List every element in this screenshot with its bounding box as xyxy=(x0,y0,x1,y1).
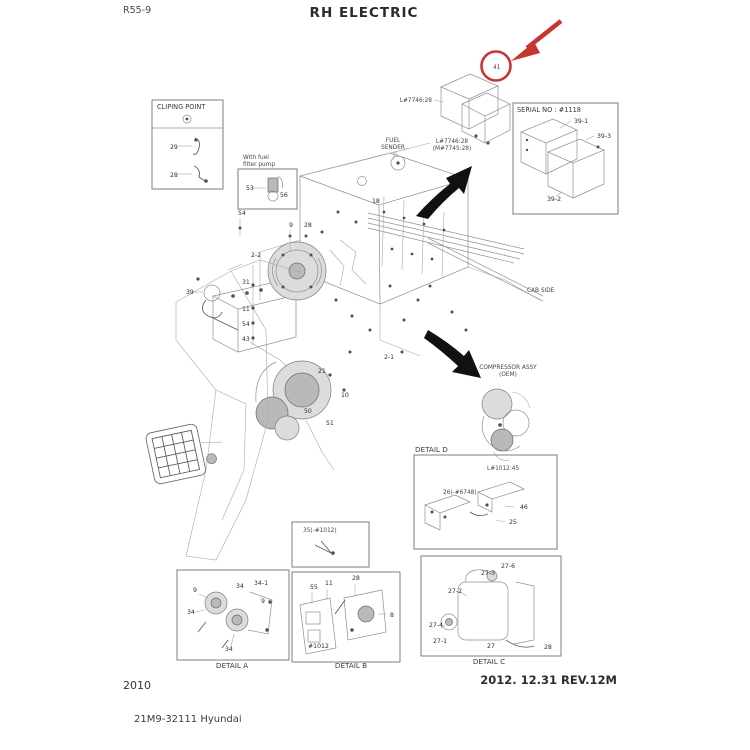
part-number-label: 43 xyxy=(242,336,250,343)
part-number-label: 9 xyxy=(289,222,293,229)
part-number-label: 9 xyxy=(261,598,265,605)
detail-d-serial: L#1012:45 xyxy=(487,466,519,472)
fuel-sender-line1: FUEL xyxy=(386,138,401,144)
with-fuel-pump-box: With fuel filter pump xyxy=(237,155,298,210)
part-number-label: 54 xyxy=(242,321,250,328)
work-lamp-drawing xyxy=(145,423,223,485)
detail-b-box: DETAIL B xyxy=(291,571,401,670)
red-circle-annotation xyxy=(480,50,512,82)
part-number-label: 34-1 xyxy=(254,580,268,587)
part-number-label: 39-2 xyxy=(547,196,561,203)
serial-no-box: SERIAL NO : #1118 xyxy=(512,102,619,215)
part-number-label: 8 xyxy=(390,612,394,619)
part-number-label: 27-2 xyxy=(448,588,462,595)
part-number-label: 55 xyxy=(310,584,318,591)
detail-d-range: 26(-#6748) xyxy=(443,490,477,496)
detail-b-title: DETAIL B xyxy=(335,661,367,670)
detail-c-title: DETAIL C xyxy=(473,657,505,666)
part-number-label: 27-4 xyxy=(429,622,443,629)
part-number-label: 27-6 xyxy=(501,563,515,570)
part-number-label: 21 xyxy=(318,368,326,375)
red-arrow-icon xyxy=(511,42,540,61)
serial-no-title: SERIAL NO : #1118 xyxy=(517,106,581,114)
fuel-sender-label: FUEL SENDER xyxy=(381,138,405,157)
fuel-sender-line2: SENDER xyxy=(381,145,405,151)
part-number-label: 34 xyxy=(187,609,195,616)
compressor-label2: (OEM) xyxy=(499,372,517,378)
footer-year: 2010 xyxy=(123,679,151,692)
with-fuel-line1: With fuel xyxy=(243,155,269,161)
frame-outline-drawing xyxy=(175,259,301,561)
part-number-label: 50 xyxy=(304,408,312,415)
part-number-label: 46 xyxy=(520,504,528,511)
page-title: RH ELECTRIC xyxy=(310,5,419,21)
starter-drawing xyxy=(255,360,346,471)
part-number-label: #1012 xyxy=(308,643,329,650)
part-number-label: 39 xyxy=(186,289,194,296)
model-code: R55-9 xyxy=(123,5,151,16)
detail-b-sub-label: 35(-#1012) xyxy=(303,528,337,534)
compressor-label1: COMPRESSOR ASSY xyxy=(479,365,537,371)
with-fuel-line2: filter pump xyxy=(243,162,275,168)
part-number-label: 28 xyxy=(544,644,552,651)
detail-b-sub-box: 35(-#1012) xyxy=(291,521,370,568)
part-number-label: 10 xyxy=(341,392,349,399)
part-number-label: 27-3 xyxy=(481,570,495,577)
part-number-label: 9 xyxy=(193,587,197,594)
part-number-label: 2-1 xyxy=(384,354,394,361)
part-number-label: 31 xyxy=(242,279,250,286)
part-number-label: 28 xyxy=(170,172,178,179)
detail-a-box: DETAIL A xyxy=(176,569,290,670)
part-number-label: 39-1 xyxy=(574,118,588,125)
black-arrow-up: L#7746:28 (M#7745:28) xyxy=(416,139,472,219)
part-number-label: 27 xyxy=(487,643,495,650)
part-number-label: 25 xyxy=(509,519,517,526)
part-number-label: 29 xyxy=(170,144,178,151)
part-number-label: 51 xyxy=(326,420,334,427)
red-highlight-annotation: 41 xyxy=(480,19,563,82)
footer-part-code: 21M9-32111 Hyundai xyxy=(134,714,242,725)
arrow-serial-label1: L#7746:28 xyxy=(436,139,468,145)
part-number-label: 34 xyxy=(225,646,233,653)
part-number-label: 11 xyxy=(325,580,333,587)
part-number-label: 39-3 xyxy=(597,133,611,140)
detail-d-box: DETAIL D L#1012:45 26(-#6748) xyxy=(413,445,558,550)
arrow-serial-label2: (M#7745:28) xyxy=(433,146,471,152)
connector-dots xyxy=(320,210,468,354)
part-number-label: 28 xyxy=(352,575,360,582)
part-number-label: 34 xyxy=(236,583,244,590)
cab-side-label: CAB SIDE xyxy=(527,288,555,294)
relay-assembly-drawing: L#7746:28 xyxy=(400,73,511,145)
cliping-point-box: CLIPING POINT xyxy=(151,99,224,190)
detail-c-box: DETAIL C xyxy=(420,555,562,666)
part-number-labels: 29 28 39-1 39-3 39-2 53 56 54 9 28 18 2-2 39 31 11 54 43… xyxy=(170,118,611,653)
circled-part-number: 41 xyxy=(493,65,501,71)
part-number-label: 54 xyxy=(238,210,246,217)
part-number-label: 27-1 xyxy=(433,638,447,645)
detail-d-title: DETAIL D xyxy=(415,445,448,454)
relay-serial-label: L#7746:28 xyxy=(400,98,432,104)
part-number-label: 2-2 xyxy=(251,252,261,259)
compressor-assy-drawing: COMPRESSOR ASSY (OEM) xyxy=(479,365,537,461)
footer-revision: 2012. 12.31 REV.12M xyxy=(480,673,617,687)
part-number-label: 56 xyxy=(280,192,288,199)
left-bolt-column xyxy=(238,218,308,345)
black-arrow-down xyxy=(424,330,481,378)
detail-a-title: DETAIL A xyxy=(216,661,248,670)
part-number-label: 53 xyxy=(246,185,254,192)
cliping-point-title: CLIPING POINT xyxy=(157,103,206,111)
part-number-label: 28 xyxy=(304,222,312,229)
part-number-label: 18 xyxy=(372,198,380,205)
part-number-label: 11 xyxy=(242,306,250,313)
wiring-harness-drawing: CAB SIDE xyxy=(329,195,555,302)
